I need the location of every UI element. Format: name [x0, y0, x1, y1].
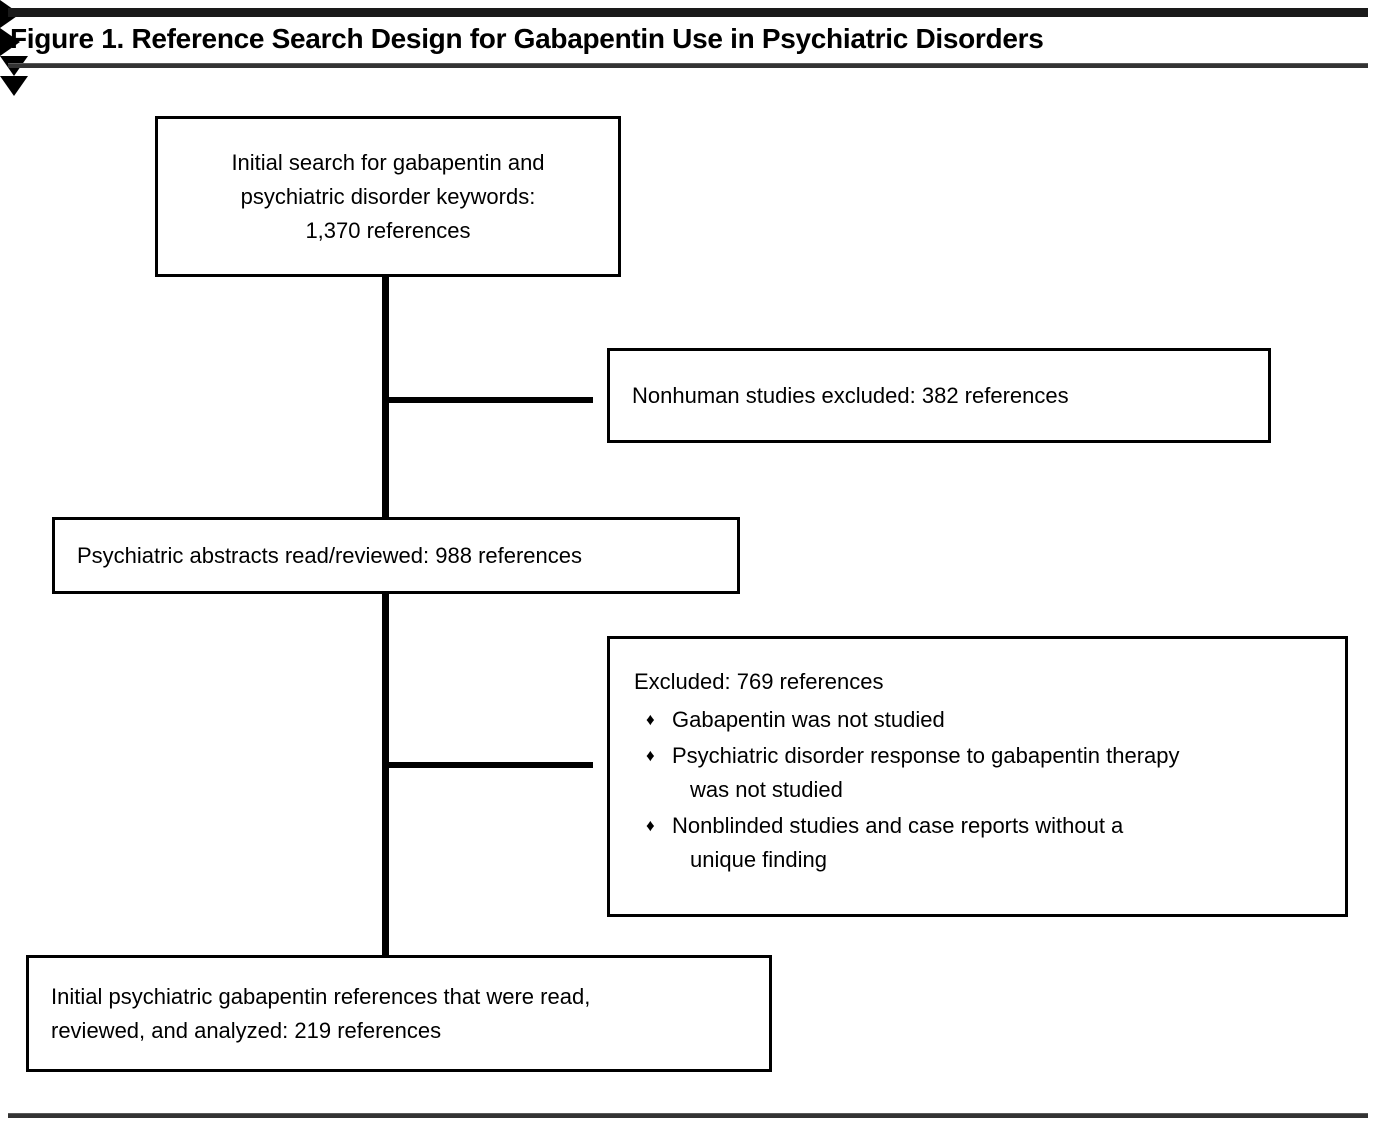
figure-title: Figure 1. Reference Search Design for Ga… [10, 23, 1044, 54]
node-nonhuman-excluded: Nonhuman studies excluded: 382 reference… [607, 348, 1271, 443]
node-final-references-line2: reviewed, and analyzed: 219 references [51, 1017, 442, 1043]
connector-branch-excluded [386, 762, 593, 768]
node-final-references-line1: Initial psychiatric gabapentin reference… [51, 983, 591, 1009]
figure-bottom-rule [8, 1113, 1368, 1118]
excluded-bullet-list: ♦ Gabapentin was not studied ♦ Psychiatr… [634, 703, 1327, 877]
node-final-references: Initial psychiatric gabapentin reference… [26, 955, 772, 1072]
node-initial-search-line3: 1,370 references [305, 217, 471, 243]
node-initial-search-line1: Initial search for gabapentin and [231, 149, 545, 175]
diamond-bullet-icon: ♦ [646, 746, 655, 765]
arrowhead-right-excluded-icon [0, 28, 20, 56]
node-initial-search: Initial search for gabapentin and psychi… [155, 116, 621, 277]
diamond-bullet-icon: ♦ [646, 710, 655, 729]
bullet-text-line1: Psychiatric disorder response to gabapen… [672, 743, 1180, 768]
bullet-text-line1: Nonblinded studies and case reports with… [672, 813, 1124, 838]
list-item: ♦ Gabapentin was not studied [634, 703, 1327, 737]
bullet-text-line1: Gabapentin was not studied [672, 707, 945, 732]
arrowhead-down-final-icon [0, 76, 28, 96]
bullet-text-line2: unique finding [690, 847, 828, 872]
node-initial-search-line2: psychiatric disorder keywords: [240, 183, 536, 209]
node-excluded-heading: Excluded: 769 references [634, 669, 884, 694]
node-excluded-criteria: Excluded: 769 references ♦ Gabapentin wa… [607, 636, 1348, 917]
title-top-rule [8, 8, 1368, 17]
connector-branch-nonhuman [386, 397, 593, 403]
title-bottom-rule [8, 63, 1368, 68]
list-item: ♦ Nonblinded studies and case reports wi… [634, 809, 1327, 877]
diamond-bullet-icon: ♦ [646, 816, 655, 835]
bullet-text-line2: was not studied [690, 777, 843, 802]
node-abstracts-reviewed: Psychiatric abstracts read/reviewed: 988… [52, 517, 740, 594]
node-abstracts-reviewed-text: Psychiatric abstracts read/reviewed: 988… [77, 542, 583, 568]
list-item: ♦ Psychiatric disorder response to gabap… [634, 739, 1327, 807]
connector-main-trunk [382, 277, 389, 955]
node-nonhuman-excluded-text: Nonhuman studies excluded: 382 reference… [632, 382, 1069, 408]
